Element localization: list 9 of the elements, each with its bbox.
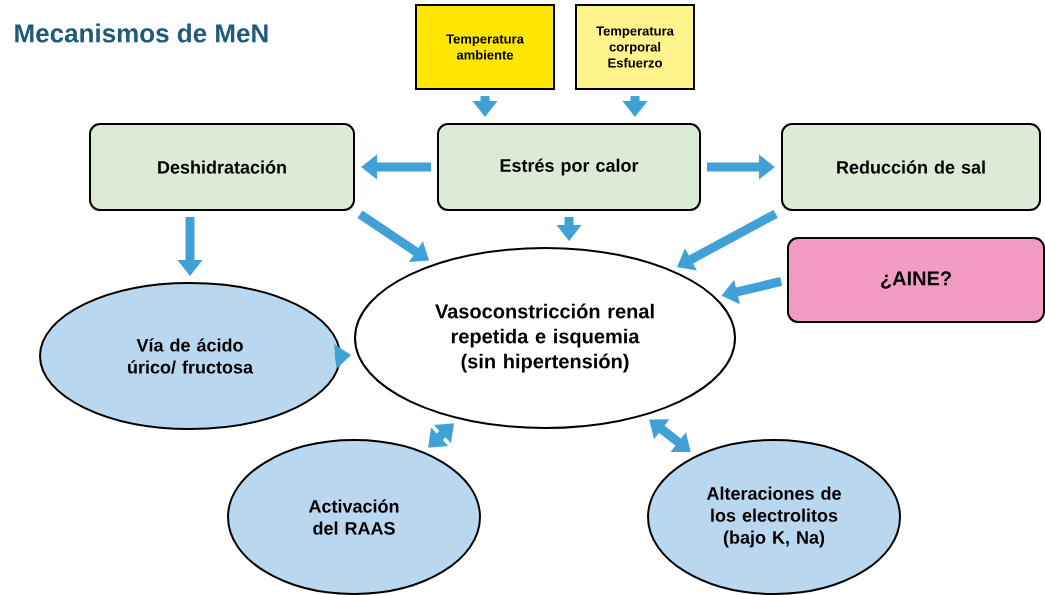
arrow	[428, 423, 454, 448]
title: Mecanismos de MeN	[15, 23, 268, 43]
condition-box: Temperatura corporal Esfuerzo	[575, 4, 695, 90]
question-box: ¿AINE?	[787, 237, 1045, 323]
arrow	[677, 209, 778, 271]
cause-box: Reducción de sal	[781, 123, 1041, 211]
cause-box: Deshidratación	[89, 123, 355, 211]
cause-box: Estrés por calor	[437, 123, 701, 211]
condition-box: Temperatura ambiente	[415, 4, 555, 90]
